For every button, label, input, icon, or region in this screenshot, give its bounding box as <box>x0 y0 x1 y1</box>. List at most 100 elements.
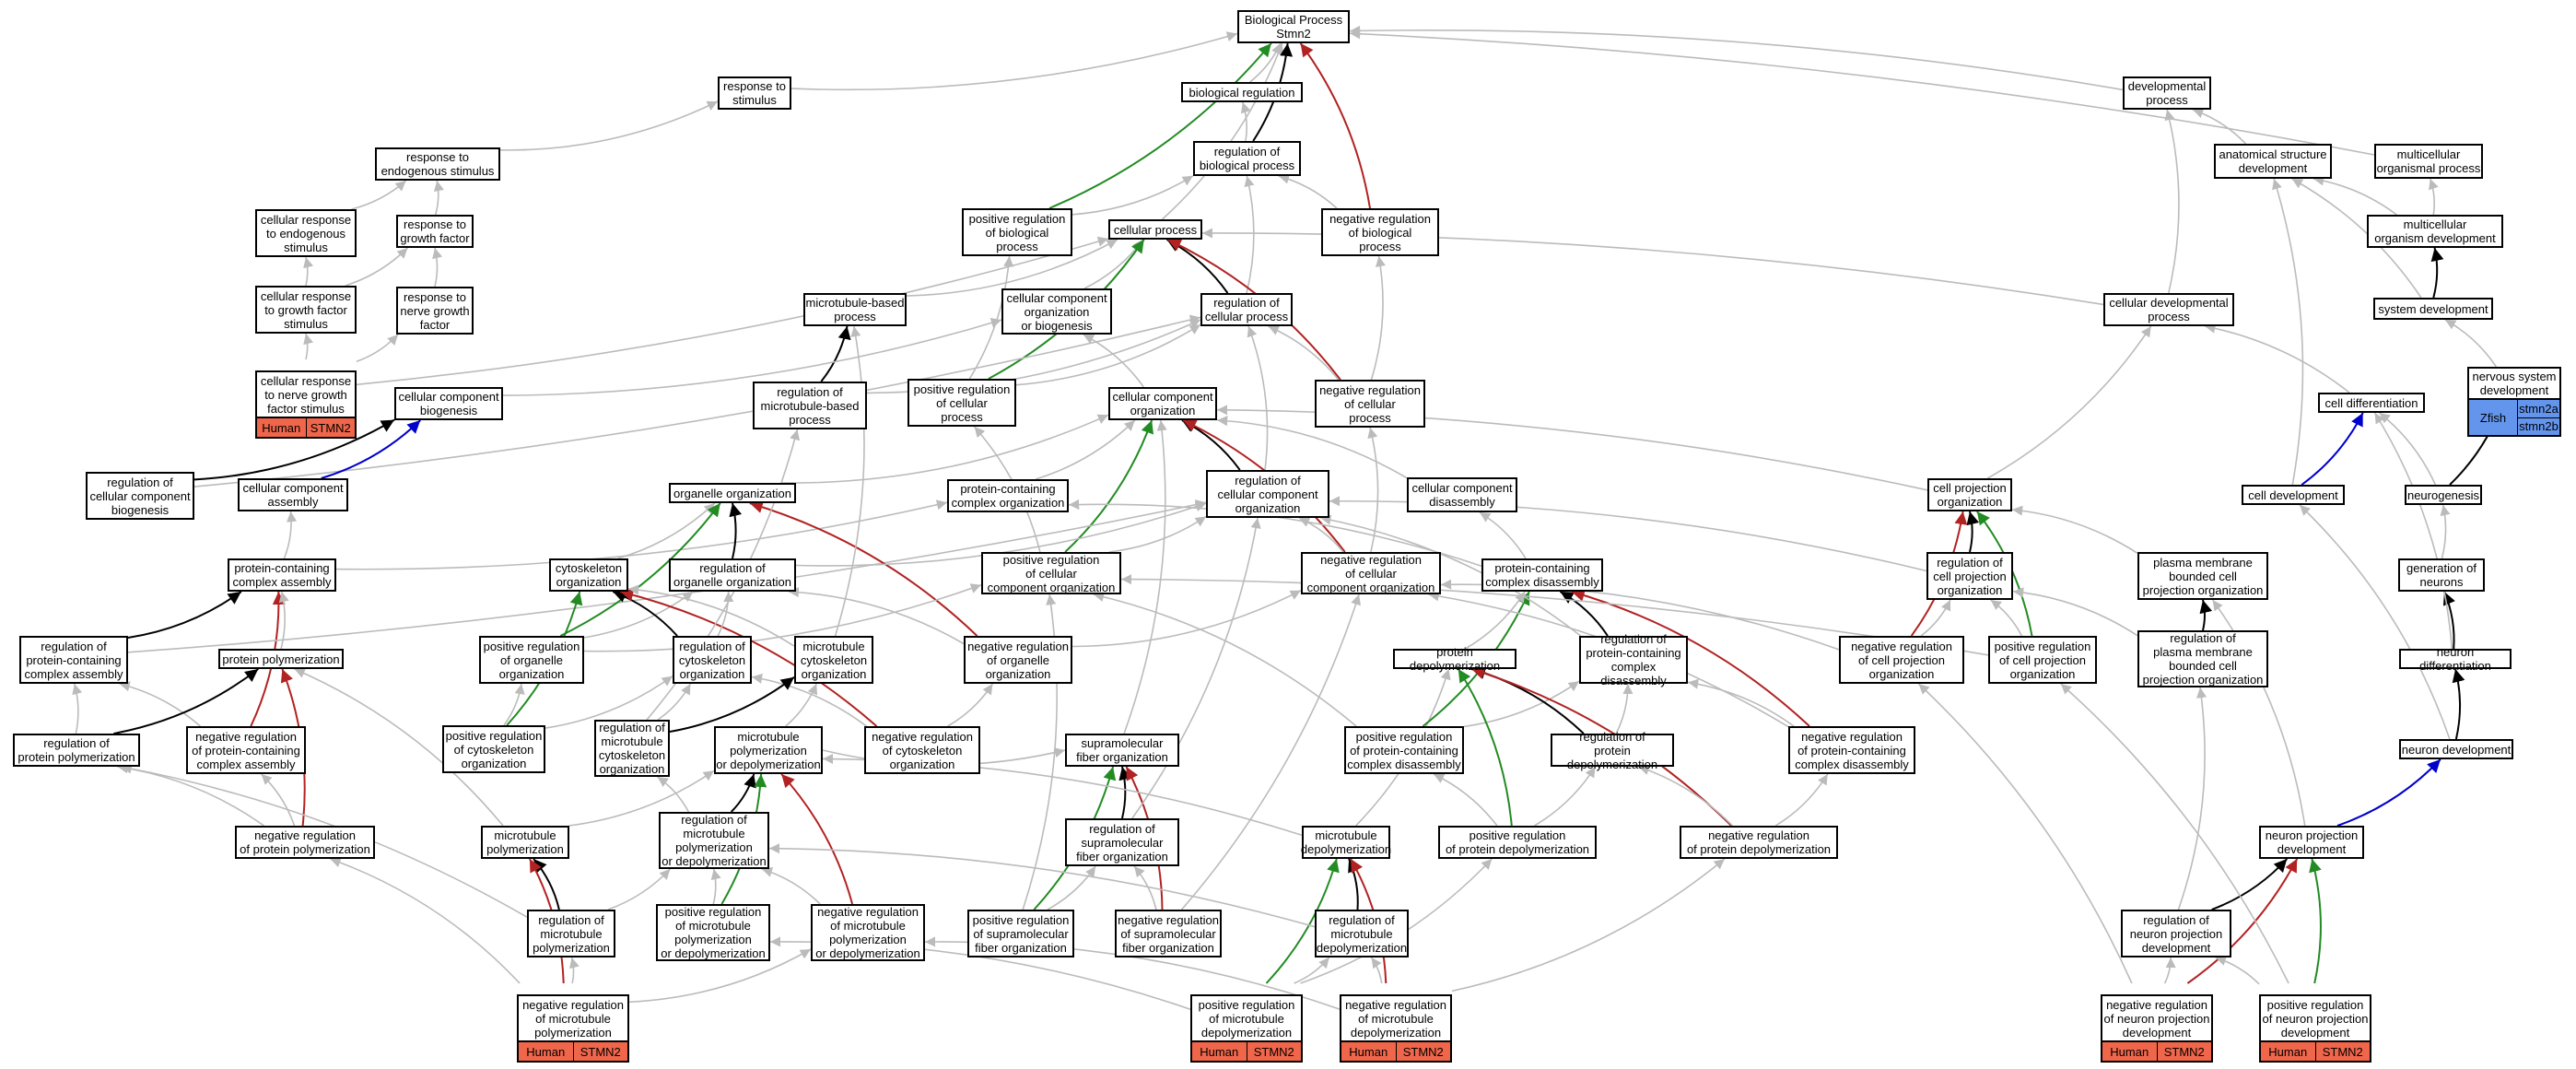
go-term-node[interactable]: protein depolymerization <box>1393 645 1516 673</box>
go-term-node[interactable]: positive regulation of supramolecular fi… <box>967 910 1074 957</box>
go-term-node[interactable]: protein-containing complex assembly <box>228 558 336 592</box>
go-term-node[interactable]: negative regulation of microtubule polym… <box>517 994 629 1042</box>
go-term-node[interactable]: regulation of microtubule depolymerizati… <box>1315 910 1409 957</box>
go-term-node[interactable]: cellular component disassembly <box>1407 477 1517 512</box>
go-term-node[interactable]: microtubule depolymerization <box>1301 826 1391 859</box>
go-term-node[interactable]: regulation of microtubule polymerization… <box>659 812 769 869</box>
go-term-node[interactable]: positive regulation of microtubule depol… <box>1190 994 1303 1042</box>
go-term-node[interactable]: negative regulation of supramolecular fi… <box>1115 910 1222 957</box>
go-term-node[interactable]: negative regulation of protein depolymer… <box>1680 826 1838 859</box>
go-term-node[interactable]: neuron projection development <box>2259 826 2364 859</box>
go-term-node[interactable]: supramolecular fiber organization <box>1065 734 1179 767</box>
go-term-node[interactable]: positive regulation of cell projection o… <box>1988 636 2097 684</box>
go-term-node[interactable]: cellular component biogenesis <box>394 387 503 420</box>
edge-regulates <box>1181 419 1241 471</box>
go-term-node[interactable]: protein polymerization <box>218 649 344 669</box>
go-term-node[interactable]: negative regulation of cellular componen… <box>1301 552 1441 594</box>
go-term-node[interactable]: negative regulation of biological proces… <box>1321 208 1439 256</box>
go-term-node[interactable]: anatomical structure development <box>2214 144 2332 179</box>
go-term-node[interactable]: positive regulation of organelle organiz… <box>479 636 584 684</box>
go-term-node[interactable]: protein-containing complex disassembly <box>1481 558 1603 592</box>
go-term-node[interactable]: cell differentiation <box>2318 393 2425 413</box>
go-term-node[interactable]: regulation of microtubule-based process <box>753 382 867 429</box>
go-term-node[interactable]: cellular response to growth factor stimu… <box>255 286 357 334</box>
go-term-node[interactable]: regulation of plasma membrane bounded ce… <box>2137 630 2268 687</box>
go-term-node[interactable]: cell development <box>2242 485 2345 505</box>
go-term-node[interactable]: regulation of supramolecular fiber organ… <box>1065 818 1179 866</box>
go-term-node[interactable]: regulation of neuron projection developm… <box>2121 910 2231 957</box>
go-term-node[interactable]: negative regulation of protein polymeriz… <box>235 826 375 859</box>
go-term-node[interactable]: regulation of cell projection organizati… <box>1926 552 2013 600</box>
go-term-node[interactable]: microtubule polymerization or depolymeri… <box>714 726 823 774</box>
go-term-node[interactable]: regulation of protein-containing complex… <box>1579 632 1688 687</box>
go-term-node[interactable]: biological regulation <box>1181 82 1303 102</box>
go-term-node[interactable]: negative regulation of microtubule depol… <box>1340 994 1452 1042</box>
go-term-node[interactable]: cell projection organization <box>1927 478 2012 511</box>
go-term-node[interactable]: cellular process <box>1108 219 1202 240</box>
go-term-node[interactable]: negative regulation of protein-containin… <box>186 726 306 774</box>
go-term-node[interactable]: positive regulation of biological proces… <box>962 208 1072 256</box>
go-term-node[interactable]: negative regulation of microtubule polym… <box>811 904 925 961</box>
go-term-node[interactable]: Biological Process Stmn2 <box>1237 10 1350 43</box>
go-term-node[interactable]: cellular component organization or bioge… <box>1001 288 1112 335</box>
go-term-node[interactable]: negative regulation of cytoskeleton orga… <box>864 726 980 774</box>
go-term-node[interactable]: regulation of protein polymerization <box>13 734 140 767</box>
go-term-node[interactable]: cellular developmental process <box>2103 293 2234 326</box>
go-term-node[interactable]: positive regulation of neuron projection… <box>2259 994 2371 1042</box>
go-term-node[interactable]: regulation of microtubule cytoskeleton o… <box>594 720 670 777</box>
go-term-node[interactable]: regulation of cellular process <box>1200 293 1293 326</box>
go-term-node[interactable]: regulation of biological process <box>1193 141 1301 176</box>
go-term-node[interactable]: negative regulation of cell projection o… <box>1839 636 1964 684</box>
go-term-node[interactable]: regulation of microtubule polymerization <box>527 910 615 957</box>
go-term-node[interactable]: positive regulation of cellular process <box>907 379 1016 427</box>
edge-positively-regulates <box>2309 858 2322 984</box>
go-term-node[interactable]: regulation of cytoskeleton organization <box>673 636 752 684</box>
go-term-node[interactable]: protein-containing complex organization <box>947 479 1069 512</box>
go-term-node[interactable]: neuron development <box>2399 739 2513 759</box>
go-term-node[interactable]: response to nerve growth factor <box>396 287 474 335</box>
go-term-node[interactable]: microtubule polymerization <box>481 826 569 859</box>
go-term-node[interactable]: generation of neurons <box>2398 558 2485 592</box>
go-term-node[interactable]: regulation of cellular component biogene… <box>86 472 194 520</box>
go-term-node[interactable]: response to endogenous stimulus <box>375 147 500 181</box>
go-term-node[interactable]: cellular component assembly <box>238 478 348 511</box>
go-term-node[interactable]: system development <box>2373 298 2493 320</box>
go-term-node[interactable]: negative regulation of protein-containin… <box>1788 726 1915 774</box>
go-term-node[interactable]: response to stimulus <box>718 76 791 110</box>
go-term-node[interactable]: neurogenesis <box>2405 485 2482 505</box>
go-term-node[interactable]: cellular component organization <box>1108 387 1217 420</box>
go-term-node[interactable]: negative regulation of organelle organiz… <box>964 636 1072 684</box>
go-term-node[interactable]: microtubule cytoskeleton organization <box>794 636 873 684</box>
go-term-node[interactable]: plasma membrane bounded cell projection … <box>2137 552 2268 600</box>
go-term-node[interactable]: microtubule-based process <box>803 293 907 326</box>
go-term-node[interactable]: multicellular organismal process <box>2374 144 2483 179</box>
go-term-node[interactable]: regulation of cellular component organiz… <box>1206 470 1329 518</box>
go-term-node[interactable]: negative regulation of cellular process <box>1315 380 1425 428</box>
go-term-node[interactable]: regulation of organelle organization <box>669 558 796 592</box>
go-term-node[interactable]: positive regulation of protein depolymer… <box>1438 826 1597 859</box>
go-term-node[interactable]: developmental process <box>2123 76 2211 110</box>
go-term-node[interactable]: multicellular organism development <box>2367 215 2503 248</box>
go-term-node[interactable]: response to growth factor <box>396 215 474 248</box>
go-term-node[interactable]: positive regulation of protein-containin… <box>1344 726 1464 774</box>
go-term-node[interactable]: neuron differentiation <box>2399 645 2512 673</box>
go-term-node[interactable]: negative regulation of neuron projection… <box>2101 994 2213 1042</box>
go-term-node[interactable]: cellular response to endogenous stimulus <box>255 209 357 257</box>
go-term-node[interactable]: regulation of protein depolymerization <box>1551 730 1674 771</box>
go-term-node[interactable]: nervous system development <box>2467 367 2561 400</box>
go-term-node[interactable]: positive regulation of cellular componen… <box>981 552 1121 594</box>
go-term-node[interactable]: positive regulation of cytoskeleton orga… <box>442 725 545 773</box>
go-term-node[interactable]: organelle organization <box>669 483 796 503</box>
go-term-node[interactable]: positive regulation of microtubule polym… <box>656 904 770 961</box>
go-term-node[interactable]: cytoskeleton organization <box>549 558 628 592</box>
go-term-node[interactable]: regulation of protein-containing complex… <box>19 636 128 684</box>
go-term-node[interactable]: cellular response to nerve growth factor… <box>255 370 357 418</box>
edge-is-a <box>1294 957 1330 984</box>
